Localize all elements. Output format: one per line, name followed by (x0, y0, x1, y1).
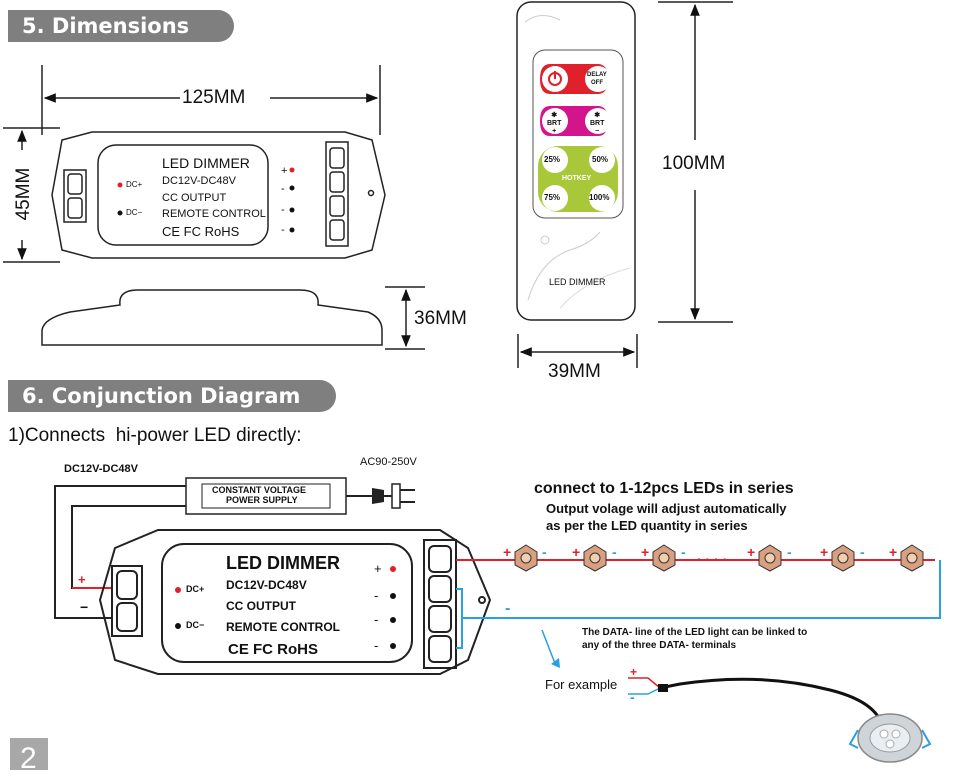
dc-minus-label: DC− (126, 208, 143, 217)
page-number-box (10, 738, 48, 770)
svg-text:-: - (505, 600, 510, 617)
wiring-device-remote: REMOTE CONTROL (226, 620, 340, 634)
svg-text:−: − (80, 599, 88, 615)
svg-text:+: + (374, 561, 382, 576)
svg-text:-: - (681, 544, 686, 560)
svg-text:-: - (860, 544, 865, 560)
page-number: 2 (20, 742, 37, 775)
wiring-device-output: CC OUTPUT (226, 599, 296, 613)
svg-text:-: - (281, 224, 285, 236)
brt-up-label: BRT (547, 120, 562, 127)
remote-delay-top: DELAY (587, 72, 607, 78)
dc-plus-label: DC+ (126, 180, 143, 189)
ac-range-label: AC90-250V (360, 456, 417, 468)
device-certs: CE FC RoHS (162, 224, 240, 239)
dim-39mm: 39MM (548, 361, 601, 382)
dc-range-label: DC12V-DC48V (64, 463, 138, 475)
remote-75: 75% (544, 193, 561, 202)
svg-text:+: + (281, 165, 287, 177)
svg-text:-: - (374, 588, 378, 603)
remote-50: 50% (592, 155, 609, 164)
led-chain: + - + - + - · · · · + - + - + (503, 544, 924, 572)
device-title: LED DIMMER (162, 155, 250, 171)
dimmer-wiring-view (98, 529, 492, 675)
svg-text:-: - (787, 544, 792, 560)
device-output: CC OUTPUT (162, 192, 227, 204)
data-note-line2: any of the three DATA- terminals (582, 640, 737, 651)
svg-text:-: - (281, 183, 285, 195)
svg-text:· · · ·: · · · · (697, 551, 727, 567)
remote-brt-down: ✱BRT− (590, 112, 605, 135)
power-supply-box (185, 477, 415, 515)
wiring-dc-minus: DC− (186, 620, 205, 630)
svg-text:-: - (374, 638, 378, 653)
wiring-device-title: LED DIMMER (226, 553, 340, 573)
dim-36mm: 36MM (414, 308, 467, 329)
remote-label: LED DIMMER (549, 277, 606, 287)
data-note-line1: The DATA- line of the LED light can be l… (582, 627, 808, 638)
device-voltage: DC12V-DC48V (162, 175, 236, 187)
remote-dimension-lines (517, 1, 733, 368)
dim-100mm: 100MM (662, 153, 726, 174)
wiring-device-certs: CE FC RoHS (228, 641, 318, 658)
svg-text:+: + (820, 544, 828, 560)
svg-text:+: + (78, 572, 86, 587)
svg-text:-: - (612, 544, 617, 560)
svg-text:+: + (889, 544, 897, 560)
dimmer-side-view (41, 286, 425, 350)
connect-line1: Output volage will adjust automatically (546, 501, 787, 516)
svg-text:-: - (630, 689, 635, 705)
psu-line1: CONSTANT VOLTAGE (212, 485, 306, 495)
section-title-conjunction: 6. Conjunction Diagram (8, 380, 336, 412)
remote-100: 100% (589, 193, 610, 202)
remote-hotkey: HOTKEY (562, 175, 592, 182)
connect-title: connect to 1-12pcs LEDs in series (534, 480, 794, 497)
remote-brt-up: ✱BRT+ (547, 112, 562, 135)
remote-25: 25% (544, 155, 561, 164)
svg-text:+: + (503, 544, 511, 560)
brt-down-label: BRT (590, 120, 605, 127)
svg-text:+: + (572, 544, 580, 560)
led-data-wire (462, 560, 941, 619)
remote-control (516, 1, 636, 321)
device-remote: REMOTE CONTROL (162, 208, 266, 220)
svg-text:-: - (542, 544, 547, 560)
svg-text:+: + (641, 544, 649, 560)
for-example-label: For example (545, 677, 618, 692)
psu-line2: POWER SUPPLY (226, 495, 298, 505)
example-downlight (628, 677, 932, 763)
svg-text:+: + (630, 665, 637, 679)
wiring-device-voltage: DC12V-DC48V (226, 578, 307, 592)
dimmer-top-view (3, 65, 386, 263)
diagram-subtitle: 1)Connects hi-power LED directly: (8, 425, 302, 446)
section-title-dimensions: 5. Dimensions (8, 10, 234, 42)
dim-45mm: 45MM (13, 167, 34, 221)
remote-delay-bottom: OFF (591, 80, 603, 86)
svg-text:-: - (281, 204, 285, 216)
connect-line2: as per the LED quantity in series (546, 518, 748, 533)
dim-125mm: 125MM (182, 87, 246, 108)
wiring-dc-plus: DC+ (186, 584, 205, 594)
svg-text:+: + (747, 544, 755, 560)
svg-text:-: - (374, 612, 378, 627)
